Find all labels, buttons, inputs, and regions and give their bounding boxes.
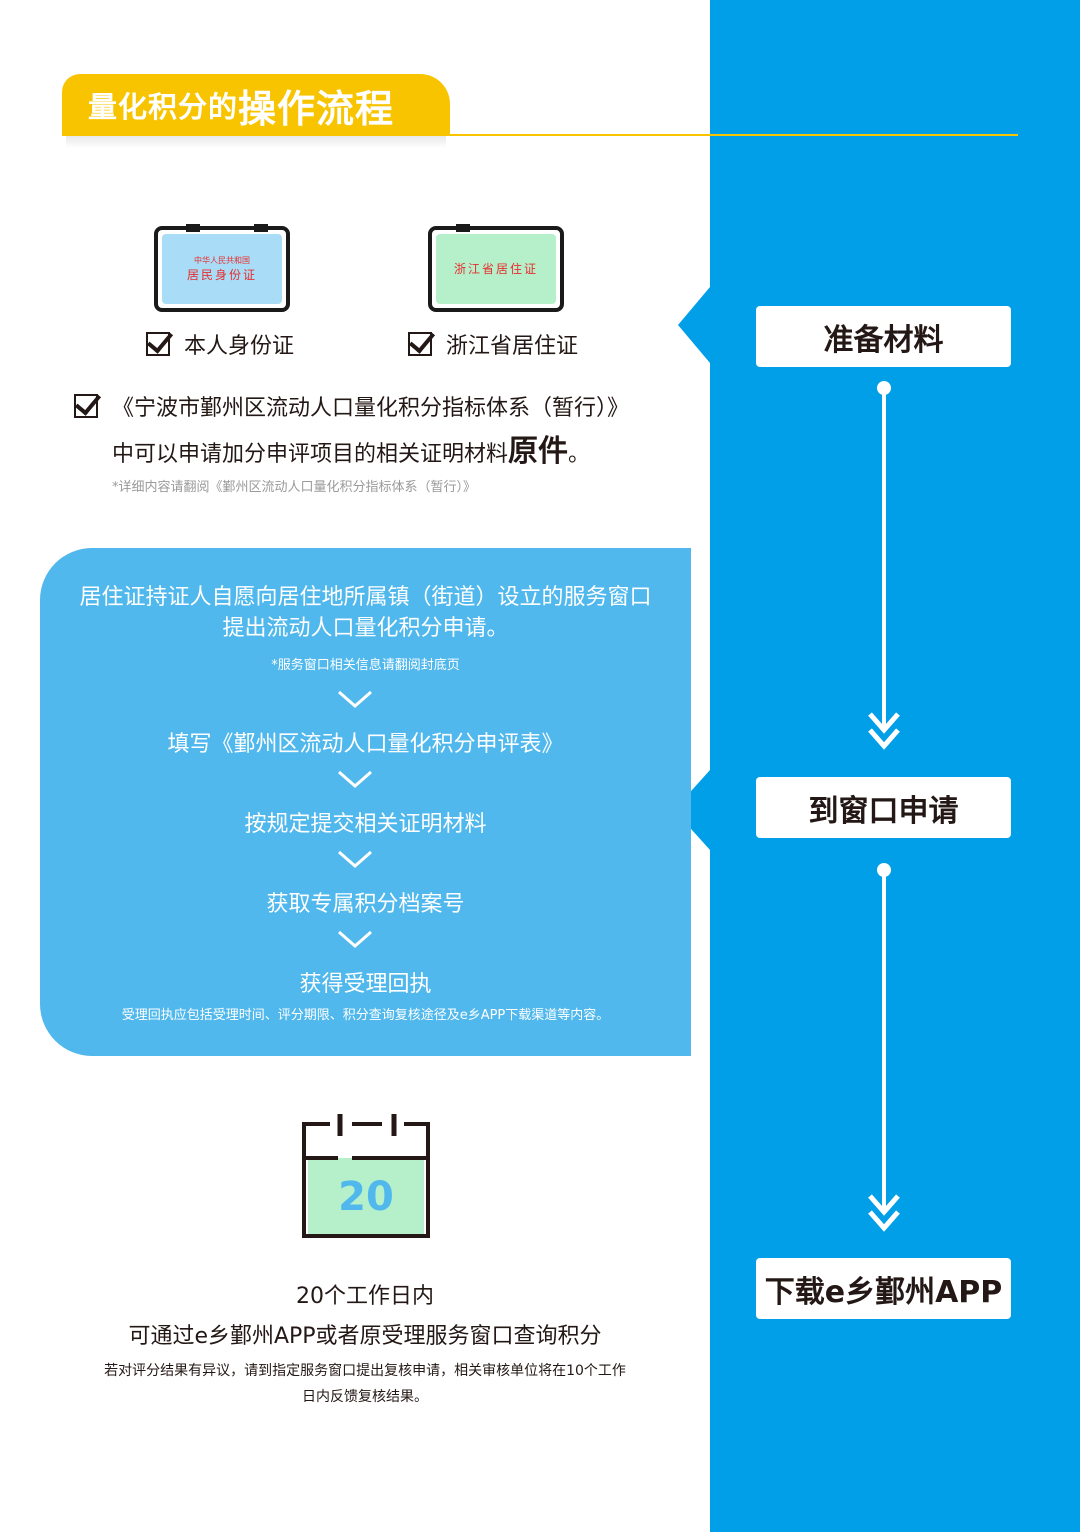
flow-stage-apply-window: 到窗口申请	[756, 777, 1011, 838]
title-part2: 操作流程	[238, 86, 395, 131]
down-arrow-icon	[868, 863, 900, 1232]
page-title: 量化积分的 操作流程	[62, 74, 450, 136]
chevron-down-icon	[338, 850, 372, 868]
checkbox-checked-icon	[74, 394, 98, 418]
result-line1: 20个工作日内	[296, 1284, 434, 1309]
id-card-icon: 中华人民共和国 居民身份证	[154, 224, 290, 312]
title-shadow	[66, 136, 446, 148]
step-get-file-number: 获取专属积分档案号	[266, 892, 465, 917]
application-intro-line2: 提出流动人口量化积分申请。	[222, 616, 509, 641]
checkbox-checked-icon	[408, 332, 432, 356]
step-fill-form: 填写《鄞州区流动人口量化积分申评表》	[167, 732, 564, 757]
id-card-item: 本人身份证	[146, 328, 294, 360]
receipt-note: 受理回执应包括受理时间、评分期限、积分查询复核途径及e乡APP下载渠道等内容。	[121, 1008, 610, 1023]
documents-original-emphasis: 原件	[508, 434, 569, 469]
residence-card-label: 浙江省居住证	[446, 334, 579, 359]
checkbox-checked-icon	[146, 332, 170, 356]
application-steps-box: 居住证持证人自愿向居住地所属镇（街道）设立的服务窗口 提出流动人口量化积分申请。…	[40, 548, 691, 1056]
flow-stage-download-app: 下载e乡鄞州APP	[756, 1258, 1011, 1319]
title-divider	[450, 134, 1018, 136]
application-intro: 居住证持证人自愿向居住地所属镇（街道）设立的服务窗口 提出流动人口量化积分申请。	[40, 582, 691, 644]
id-card-line1: 中华人民共和国	[194, 256, 250, 265]
documents-line1: 《宁波市鄞州区流动人口量化积分指标体系（暂行）》	[112, 396, 630, 421]
result-note2: 日内反馈复核结果。	[302, 1389, 428, 1405]
id-card-line2: 居民身份证	[186, 268, 257, 282]
flow-stage-prepare-materials: 准备材料	[756, 306, 1011, 367]
chevron-down-icon	[338, 930, 372, 948]
residence-card-item: 浙江省居住证	[408, 328, 578, 360]
residence-card-icon: 浙江省居住证	[428, 224, 564, 312]
chevron-down-icon	[338, 770, 372, 788]
step-get-receipt: 获得受理回执	[299, 972, 432, 997]
application-intro-line1: 居住证持证人自愿向居住地所属镇（街道）设立的服务窗口	[79, 585, 652, 610]
pointer-notch-materials	[678, 287, 710, 363]
calendar-icon: 20	[302, 1114, 430, 1238]
documents-item: 《宁波市鄞州区流动人口量化积分指标体系（暂行）》	[74, 390, 629, 422]
result-line2: 可通过e乡鄞州APP或者原受理服务窗口查询积分	[128, 1324, 602, 1349]
id-card-label: 本人身份证	[184, 334, 295, 359]
documents-line2: 中可以申请加分申评项目的相关证明材料原件。	[112, 426, 590, 470]
documents-line2-end: 。	[568, 442, 591, 467]
residence-card-line1: 浙江省居住证	[453, 262, 538, 276]
documents-note: *详细内容请翻阅《鄞州区流动人口量化积分指标体系（暂行）》	[112, 480, 477, 495]
application-note: *服务窗口相关信息请翻阅封底页	[271, 658, 460, 673]
documents-line2-text: 中可以申请加分申评项目的相关证明材料	[112, 442, 509, 467]
result-note1: 若对评分结果有异议，请到指定服务窗口提出复核申请，相关审核单位将在10个工作	[104, 1363, 626, 1379]
chevron-down-icon	[338, 690, 372, 708]
calendar-day: 20	[338, 1174, 394, 1220]
title-part1: 量化积分的	[88, 90, 239, 124]
step-submit-materials: 按规定提交相关证明材料	[244, 812, 487, 837]
down-arrow-icon	[868, 381, 900, 750]
